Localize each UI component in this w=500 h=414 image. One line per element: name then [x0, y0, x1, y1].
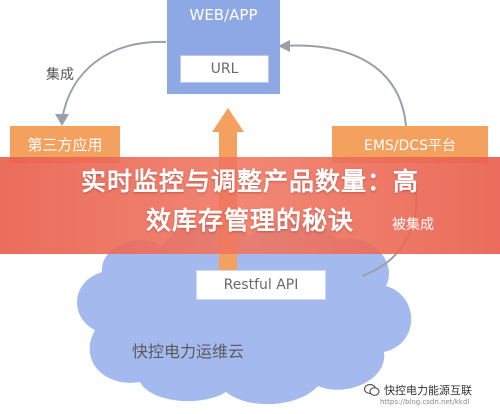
cloud-shape	[77, 220, 412, 405]
banner-title: 实时监控与调整产品数量：高 效库存管理的秘诀	[40, 162, 460, 240]
watermark-source: https://blog.csdn.net/kkdl	[380, 398, 470, 406]
wechat-icon	[364, 383, 380, 396]
title-banner	[0, 157, 500, 254]
watermark: 快控电力能源互联	[364, 382, 472, 398]
watermark-account: 快控电力能源互联	[384, 384, 472, 397]
integrate-label: 集成	[46, 67, 74, 83]
banner-title-line-2: 效库存管理的秘诀	[145, 206, 354, 235]
arrow-integrated-right	[278, 40, 407, 127]
url-box: URL	[180, 55, 269, 83]
third-party-app-box: 第三方应用	[10, 126, 120, 163]
web-app-title: WEB/APP	[189, 6, 258, 24]
ems-dcs-platform-box: EMS/DCS平台	[332, 126, 488, 163]
arrow-integrate-left	[55, 40, 167, 126]
banner-title-line-1: 实时监控与调整产品数量：高	[80, 167, 419, 196]
cloud-label: 快控电力运维云	[132, 342, 245, 361]
restful-api-box: Restful API	[196, 270, 326, 300]
integrated-label: 被集成	[392, 217, 434, 233]
